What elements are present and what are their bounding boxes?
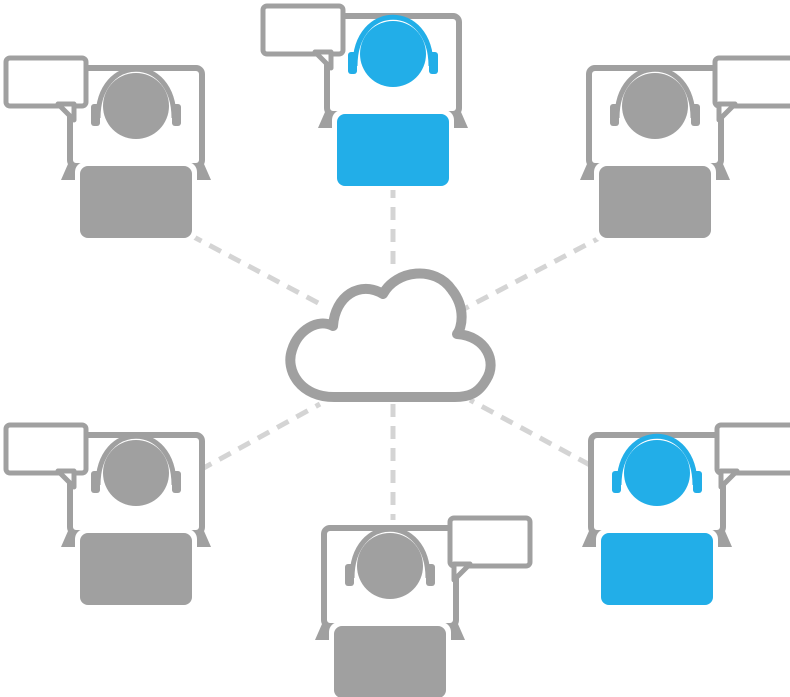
speech-bubble-tail (718, 468, 740, 490)
headset-earcup-right (693, 471, 702, 493)
headset-earcup-left (345, 564, 354, 586)
headset-band (616, 433, 698, 486)
headset-band (95, 433, 177, 486)
speech-bubble (3, 422, 89, 476)
speech-bubble (260, 3, 346, 57)
headset-band (614, 66, 696, 119)
speech-bubble (714, 422, 790, 476)
agent-body (334, 626, 446, 697)
headset-earcup-right (172, 471, 181, 493)
agent-bottom-left (3, 422, 211, 609)
agent-top-right (580, 55, 790, 242)
connector-bottom-right (468, 397, 592, 468)
agent-head (103, 440, 169, 506)
agent-head (624, 440, 690, 506)
speech-bubble-tail (312, 49, 334, 71)
agent-head (357, 533, 423, 599)
speech-bubble-tail (55, 468, 77, 490)
headset-earcup-right (426, 564, 435, 586)
cloud-icon (285, 268, 496, 403)
headset-earcup-right (691, 104, 700, 126)
agent-body (80, 533, 192, 605)
agent-body (599, 166, 711, 238)
agent-bottom-center (315, 515, 533, 697)
agent-top-left (3, 55, 211, 242)
agent-body (337, 114, 449, 186)
headset-earcup-left (91, 471, 100, 493)
headset-band (349, 526, 431, 579)
headset-earcup-left (348, 52, 357, 74)
agent-head (360, 21, 426, 87)
speech-bubble (447, 515, 533, 569)
agent-head (103, 73, 169, 139)
connector-top-right (460, 232, 607, 313)
headset-earcup-left (612, 471, 621, 493)
headset-earcup-right (172, 104, 181, 126)
agent-head (622, 73, 688, 139)
speech-bubble (3, 55, 89, 109)
headset-earcup-right (429, 52, 438, 74)
headset-band (352, 14, 434, 67)
agent-top-center (260, 3, 468, 190)
agent-body (601, 533, 713, 605)
connector-top-left (188, 232, 324, 308)
connector-bottom-left (198, 401, 322, 473)
headset-earcup-left (610, 104, 619, 126)
speech-bubble-tail (716, 101, 738, 123)
headset-band (95, 66, 177, 119)
agent-bottom-right (582, 422, 790, 609)
speech-bubble-tail (451, 561, 473, 583)
speech-bubble (712, 55, 790, 109)
headset-earcup-left (91, 104, 100, 126)
agent-body (80, 166, 192, 238)
connectors (188, 185, 607, 520)
speech-bubble-tail (55, 101, 77, 123)
